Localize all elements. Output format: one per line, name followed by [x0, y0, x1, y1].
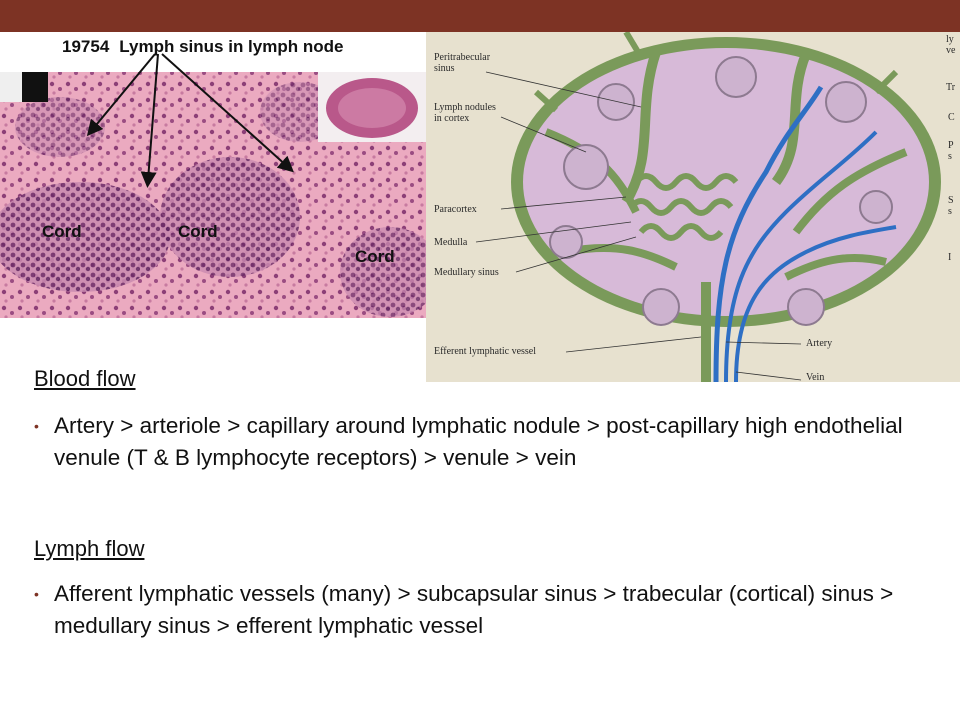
- label-right-afferent: ly ve: [946, 34, 956, 56]
- label-right-s-sinus: S s: [948, 195, 954, 217]
- blood-flow-text: Artery > arteriole > capillary around ly…: [54, 413, 903, 470]
- label-right-p-sinus: P s: [948, 140, 954, 162]
- label-lymph-nodules: Lymph nodules in cortex: [434, 102, 496, 124]
- lymph-node-diagram: Peritrabecular sinus Lymph nodules in co…: [426, 32, 960, 382]
- label-medullary-sinus: Medullary sinus: [434, 267, 499, 278]
- label-right-i: I: [948, 252, 952, 263]
- label-paracortex: Paracortex: [434, 204, 477, 215]
- lymph-flow-heading: Lymph flow: [34, 536, 145, 561]
- lymph-sinus-micrograph: 19754 Lymph sinus in lymph node Cord Cord…: [0, 32, 426, 318]
- lymph-node-drawing: [475, 32, 941, 382]
- label-right-capsule: C: [948, 112, 955, 123]
- cord-label-1: Cord: [42, 222, 82, 241]
- top-accent-bar: [0, 0, 960, 32]
- label-artery: Artery: [806, 338, 833, 349]
- micrograph-title: 19754 Lymph sinus in lymph node: [62, 37, 353, 57]
- label-medulla: Medulla: [434, 237, 468, 248]
- blood-flow-bullet: • Artery > arteriole > capillary around …: [34, 410, 934, 474]
- lymph-flow-bullet: • Afferent lymphatic vessels (many) > su…: [34, 578, 934, 642]
- label-vein: Vein: [806, 372, 825, 382]
- label-efferent-lymphatic-vessel: Efferent lymphatic vessel: [434, 346, 537, 357]
- cord-label-3: Cord: [355, 247, 395, 266]
- bullet-dot-icon: •: [34, 418, 39, 434]
- micrograph-image: [0, 32, 426, 318]
- micrograph-caption: Lymph sinus in lymph node: [119, 37, 344, 56]
- micrograph-number: 19754: [62, 37, 110, 56]
- bullet-dot-icon: •: [34, 586, 39, 602]
- label-right-trabecula: Tr: [946, 82, 956, 93]
- label-peritrabecular-sinus: Peritrabecular sinus: [434, 52, 491, 74]
- blood-flow-heading: Blood flow: [34, 366, 136, 391]
- lymph-flow-text: Afferent lymphatic vessels (many) > subc…: [54, 581, 894, 638]
- cord-label-2: Cord: [178, 222, 218, 241]
